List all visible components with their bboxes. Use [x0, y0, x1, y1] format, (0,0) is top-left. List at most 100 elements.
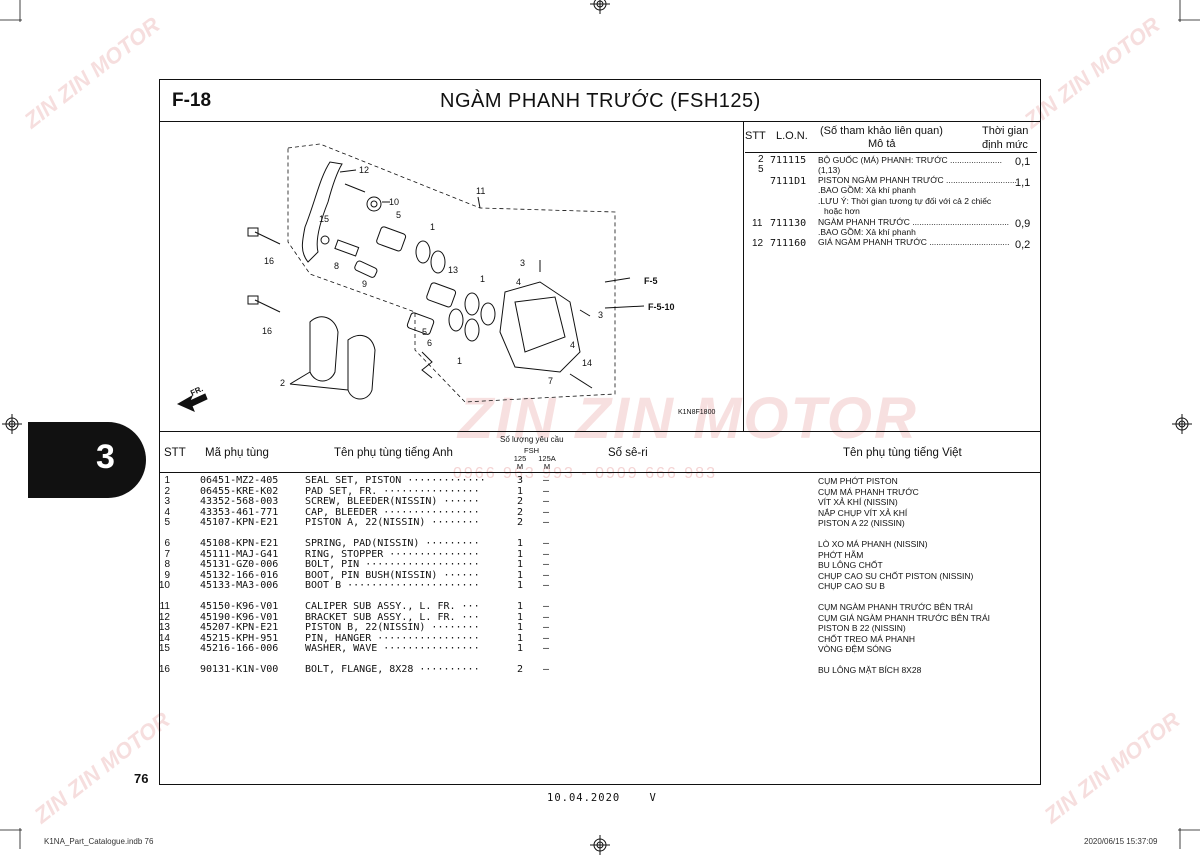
table-divider	[159, 431, 1041, 432]
labor-header-time-bottom: định mức	[982, 139, 1028, 151]
part-qty-125a: –	[542, 475, 550, 486]
diagram-label: 16	[264, 256, 274, 266]
part-qty-125: 1	[516, 559, 524, 570]
registration-mark-left	[2, 414, 22, 434]
part-name-vi: BU LÔNG CHỐT	[818, 560, 883, 570]
part-qty-125: 1	[516, 622, 524, 633]
diagram-label: 4	[570, 340, 575, 350]
footer-file: K1NA_Part_Catalogue.indb 76	[44, 837, 154, 846]
part-qty-125a: –	[542, 569, 550, 581]
part-name-en: BOLT, FLANGE, 8X28 ··········	[305, 664, 480, 675]
part-qty-125: 2	[516, 496, 524, 507]
footer-revision: V	[649, 792, 657, 804]
part-stt: 12	[158, 611, 170, 623]
diagram-label: 6	[427, 338, 432, 348]
parts-header-qty-125a: 125A M	[538, 454, 556, 471]
part-qty-125a: –	[542, 611, 550, 623]
diagram-label: 11	[476, 186, 485, 196]
diagram-label: 5	[396, 210, 401, 220]
part-name-vi: PISTON A 22 (NISSIN)	[818, 518, 905, 528]
part-name-vi: CỤM MÁ PHANH TRƯỚC	[818, 486, 919, 497]
diagram-label: 1	[457, 356, 462, 366]
part-qty-125: 1	[516, 601, 524, 612]
parts-header-part-no: Mã phụ tùng	[205, 447, 269, 459]
part-number: 45111-MAJ-G41	[200, 548, 279, 560]
part-name-en: CALIPER SUB ASSY., L. FR. ···	[305, 601, 480, 612]
parts-header-qty-125: 125 M	[513, 454, 527, 471]
diagram-label: 9	[362, 279, 367, 289]
part-qty-125: 1	[516, 580, 524, 591]
diagram-label: 4	[516, 277, 521, 287]
part-qty-125: 2	[516, 664, 524, 675]
part-qty-125: 1	[516, 548, 524, 560]
part-stt: 14	[158, 632, 170, 644]
part-stt: 4	[164, 506, 170, 518]
diagram-label: 14	[582, 358, 592, 368]
diagram-ref: F-5-10	[648, 302, 675, 312]
part-stt: 16	[158, 664, 170, 675]
labor-row-desc: .LƯU Ý: Thời gian tương tự đối với cả 2 …	[818, 196, 992, 206]
footer-date: 10.04.2020 V	[547, 792, 657, 804]
part-name-vi: CỤM GIÁ NGÀM PHANH TRƯỚC BÊN TRÁI	[818, 612, 990, 623]
part-name-en: SPRING, PAD(NISSIN) ·········	[305, 538, 480, 549]
part-number: 45190-K96-V01	[200, 611, 279, 623]
diagram-label: 3	[598, 310, 603, 320]
part-name-en: WASHER, WAVE ················	[305, 643, 480, 654]
labor-row-time: 0,9	[1015, 218, 1031, 230]
part-name-vi: CHỤP CAO SU CHỐT PISTON (NISSIN)	[818, 570, 974, 581]
diagram-label: 2	[280, 378, 285, 388]
part-name-vi: CHỤP CAO SU B	[818, 581, 885, 591]
diagram-label: 5	[422, 327, 427, 337]
labor-row-lon: 7111D1	[770, 176, 807, 187]
diagram-code: K1N8F1800	[678, 409, 715, 416]
part-name-vi: LÒ XO MÁ PHANH (NISSIN)	[818, 539, 928, 549]
part-qty-125a: –	[542, 632, 550, 644]
labor-header-time-top: Thời gian	[982, 125, 1029, 137]
part-name-en: SCREW, BLEEDER(NISSIN) ······	[305, 496, 480, 507]
part-number: 45132-166-016	[200, 569, 279, 581]
labor-row-desc: BỘ GUỐC (MÁ) PHANH: TRƯỚC ..............…	[818, 155, 1002, 165]
part-number: 45107-KPN-E21	[200, 517, 279, 528]
part-name-vi: CỤM PHỚT PISTON	[818, 476, 898, 486]
page-number: 76	[134, 771, 149, 786]
part-stt: 15	[158, 643, 170, 654]
part-qty-125a: –	[542, 548, 550, 560]
part-qty-125a: –	[542, 506, 550, 518]
part-stt: 10	[158, 580, 170, 591]
diagram-label: 16	[262, 326, 272, 336]
part-name-vi: CHỐT TREO MÁ PHANH	[818, 633, 915, 644]
part-qty-125: 1	[516, 569, 524, 581]
labor-header-desc-top: (Số tham khảo liên quan)	[820, 125, 943, 137]
part-qty-125: 1	[516, 643, 524, 654]
part-stt: 11	[159, 601, 170, 612]
page-frame	[159, 79, 1041, 785]
diagram-label: 1	[430, 222, 435, 232]
labor-row-desc: PISTON NGÀM PHANH TRƯỚC ................…	[818, 175, 1017, 185]
labor-row-time: 0,1	[1015, 156, 1031, 168]
part-stt: 3	[164, 496, 170, 507]
chapter-number: 3	[96, 438, 115, 476]
part-qty-125: 2	[516, 506, 524, 518]
labor-row-lon: 711130	[770, 218, 807, 229]
figure-title: NGÀM PHANH TRƯỚC (FSH125)	[440, 90, 761, 112]
diagram-label: 13	[448, 265, 458, 275]
parts-header-name-en: Tên phụ tùng tiếng Anh	[334, 447, 453, 459]
part-number: 45216-166-006	[200, 643, 279, 654]
part-qty-125a: –	[542, 580, 550, 591]
part-qty-125: 1	[516, 485, 524, 497]
labor-row-desc: .BAO GỒM: Xả khí phanh	[818, 227, 916, 237]
part-qty-125a: –	[542, 538, 550, 549]
part-name-en: BOOT, PIN BUSH(NISSIN) ······	[305, 569, 480, 581]
labor-row-lon: 711115	[770, 155, 807, 166]
part-qty-125a: –	[542, 496, 550, 507]
parts-header-qty-model: FSH	[524, 446, 539, 455]
watermark-phone: 0966 963 993 - 0909 666 983	[453, 465, 717, 482]
part-stt: 7	[164, 548, 170, 560]
part-number: 43352-568-003	[200, 496, 279, 507]
part-qty-125a: –	[542, 664, 550, 675]
part-number: 45215-KPH-951	[200, 632, 279, 644]
chapter-tab	[28, 422, 146, 498]
labor-row-sub: hoặc hơn	[824, 206, 860, 216]
part-number: 06455-KRE-K02	[200, 485, 279, 497]
